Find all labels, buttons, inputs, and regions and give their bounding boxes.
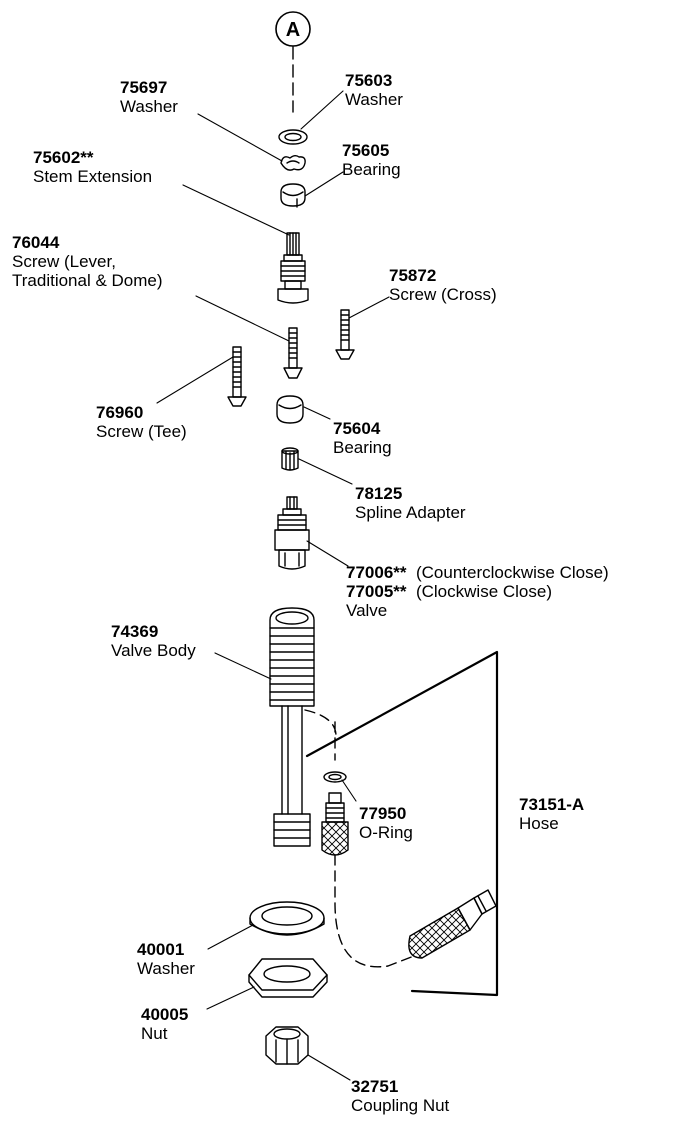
leader-75697 [197,113,283,162]
part-number: 40001 [137,940,185,959]
part-number: 76960 [96,403,144,422]
leader-76044 [195,295,290,342]
part-number: 76044 [12,233,60,252]
hose-73151-a-part [321,792,349,856]
label-76044: 76044 Screw (Lever, Traditional & Dome) [12,233,163,290]
screw-75872-part [335,309,355,360]
part-name: (Clockwise Close) [415,582,552,601]
hose-enclosure-line [305,650,499,997]
part-name: Coupling Nut [351,1096,450,1115]
nut-40005-part [248,958,328,998]
part-name: Washer [137,959,195,978]
leader-74369 [214,652,272,680]
hose-path-dashes [334,854,415,968]
hose-73151-a-angled-end [408,889,497,959]
label-40005: 40005 Nut [141,1005,188,1043]
part-number: 75605 [342,141,390,160]
screw-76960-part [227,346,247,407]
leader-78125 [298,458,353,485]
part-number: 32751 [351,1077,399,1096]
part-name: Stem Extension [33,167,153,186]
label-77950: 77950 O-Ring [359,804,413,842]
part-name: (Counterclockwise Close) [415,563,609,582]
leader-lines [156,90,390,1081]
part-name: O-Ring [359,823,413,842]
part-name: Screw (Cross) [389,285,497,304]
leader-75605 [304,171,344,197]
part-number: 75697 [120,78,168,97]
part-name-line-1: Screw (Lever, [12,252,116,271]
label-32751: 32751 Coupling Nut [351,1077,449,1115]
part-number: 40005 [141,1005,189,1024]
valve-connection-dashes [304,709,337,761]
part-name: Nut [141,1024,168,1043]
leader-77006 [306,540,349,567]
part-number: 74369 [111,622,159,641]
label-valve: Valve [346,601,387,620]
part-number: 75603 [345,71,393,90]
part-name: Valve Body [111,641,196,660]
label-75605: 75605 Bearing [342,141,401,179]
coupling-nut-32751-part [265,1026,309,1065]
bearing-75605-part [280,183,306,208]
part-name: Washer [345,90,403,109]
leader-75604 [303,406,331,420]
part-group-name: Valve [346,601,388,620]
part-number: 78125 [355,484,403,503]
part-number: 77006** [346,563,407,582]
screw-76044-part [283,327,303,379]
bearing-75604-part [276,395,304,424]
valve-77005-77006-part [274,496,310,570]
leader-32751 [307,1054,351,1081]
callout-letter: A [286,19,300,41]
leader-40005 [206,986,255,1010]
leader-76960 [156,356,234,404]
part-number: 77950 [359,804,407,823]
leader-75603 [300,90,344,130]
label-73151-a: 73151-A Hose [519,795,584,833]
label-75602: 75602** Stem Extension [33,148,152,186]
washer-75697-part [280,155,306,171]
part-name: Bearing [333,438,392,457]
part-name: Spline Adapter [355,503,466,522]
stem-extension-75602-part [277,232,309,304]
label-74369: 74369 Valve Body [111,622,196,660]
part-number: 73151-A [519,795,585,814]
washer-40001-part [249,901,325,936]
part-name-line-2: Traditional & Dome) [12,271,163,290]
label-76960: 76960 Screw (Tee) [96,403,187,441]
part-name: Hose [519,814,559,833]
part-name: Washer [120,97,178,116]
label-75604: 75604 Bearing [333,419,392,457]
label-40001: 40001 Washer [137,940,195,978]
label-75603: 75603 Washer [345,71,403,109]
leader-40001 [207,924,254,950]
part-number: 77005** [346,582,407,601]
part-name: Bearing [342,160,401,179]
part-name: Screw (Tee) [96,422,187,441]
label-77006: 77006** (Counterclockwise Close) [346,563,609,582]
part-number: 75602** [33,148,94,167]
label-75872: 75872 Screw (Cross) [389,266,497,304]
leader-75602 [182,184,290,236]
o-ring-77950-part [323,771,347,783]
part-number: 75872 [389,266,437,285]
leader-75872 [348,296,390,319]
callout-a: A [275,11,311,47]
label-75697: 75697 Washer [120,78,178,116]
valve-body-74369-part [269,607,315,847]
label-78125: 78125 Spline Adapter [355,484,466,522]
label-77005: 77005** (Clockwise Close) [346,582,552,601]
part-number: 75604 [333,419,381,438]
leader-77950 [341,779,357,802]
spline-adapter-78125-part [281,447,299,471]
washer-75603-part [278,129,308,145]
